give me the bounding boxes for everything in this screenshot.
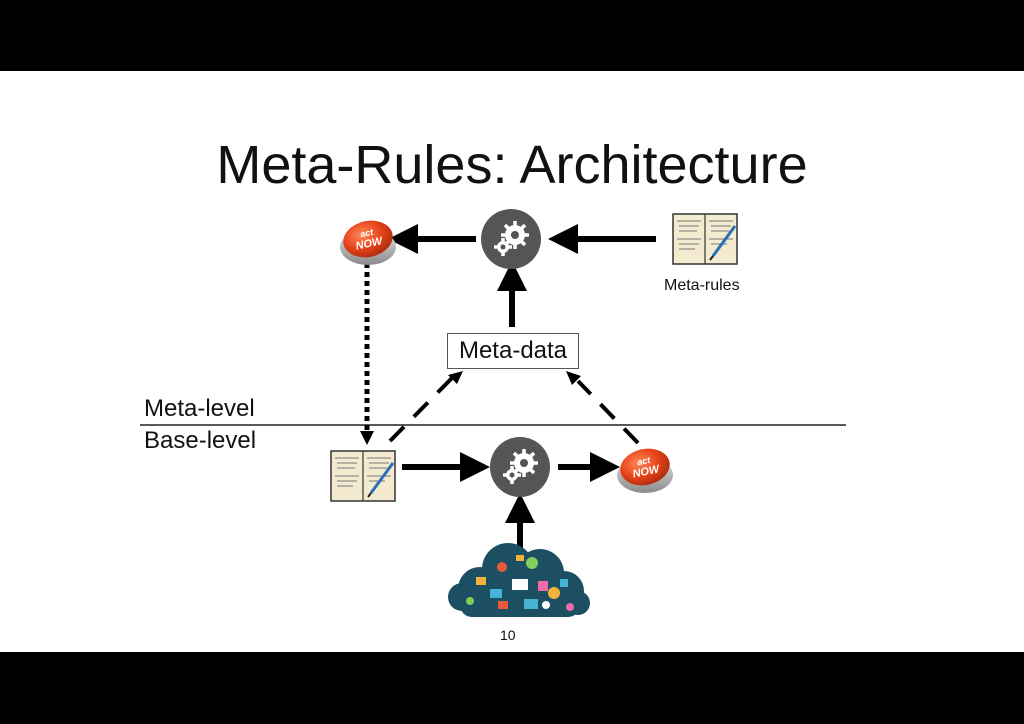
rule-book-icon-top: [672, 213, 738, 265]
arrow-dashed-right-head: [566, 371, 581, 385]
meta-rules-label: Meta-rules: [664, 277, 740, 294]
base-level-label: Base-level: [144, 427, 257, 454]
arrow-dashed-left-head: [448, 371, 463, 384]
button-text-now-top: NOW: [355, 235, 385, 253]
arrow-dotted-head: [360, 431, 374, 445]
button-text-act-top: act: [359, 227, 375, 240]
rule-book-icon-bottom: [330, 450, 396, 502]
architecture-diagram: act NOW act NOW: [140, 209, 846, 617]
meta-data-label: Meta-data: [458, 337, 568, 364]
arrow-dashed-left: [388, 376, 454, 443]
slide: Meta-Rules: Architecture: [0, 71, 1024, 652]
page-number: 10: [500, 627, 516, 643]
slide-title: Meta-Rules: Architecture: [216, 135, 808, 195]
act-now-button-icon-bottom: act NOW: [617, 448, 673, 493]
act-now-button-icon-top: act NOW: [340, 220, 396, 265]
meta-data-box: Meta-data: [447, 333, 579, 369]
data-cloud-icon: [448, 543, 590, 617]
gear-icon-top: [481, 209, 541, 269]
meta-level-label: Meta-level: [144, 395, 255, 422]
arrow-dashed-right: [576, 379, 640, 445]
button-text-now-bottom: NOW: [632, 463, 662, 481]
gear-icon-bottom: [490, 437, 550, 497]
button-text-act-bottom: act: [636, 455, 652, 468]
